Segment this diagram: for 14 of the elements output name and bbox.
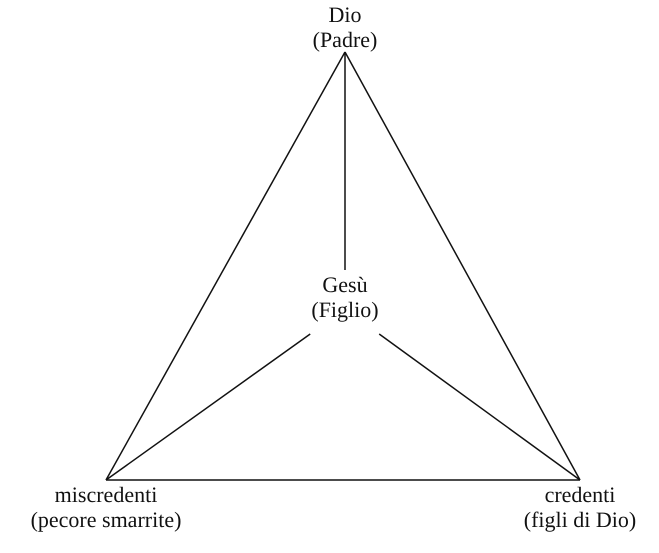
text-line: Gesù [321,272,369,297]
connector-line [105,52,346,480]
connector-line [344,52,581,480]
connector-line [344,52,346,270]
text-line: (Padre) [312,27,378,52]
text-line: (figli di Dio) [522,507,638,532]
connector-line [378,333,580,481]
text-line: miscredenti [54,482,158,507]
connector-line [106,479,580,481]
text-line: (Figlio) [310,297,380,322]
text-line: (pecore smarrite) [30,507,182,532]
text-line: credenti [544,482,616,507]
text-line: Dio [328,2,362,27]
connector-line [106,333,311,481]
